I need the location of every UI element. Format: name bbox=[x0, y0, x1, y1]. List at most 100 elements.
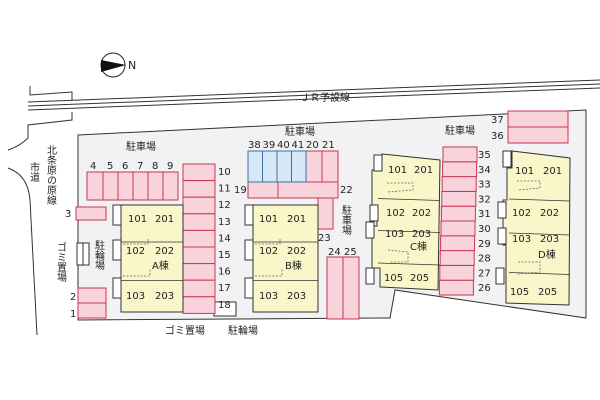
parking-space-2[interactable]: 2 bbox=[70, 287, 107, 304]
parking-space-number: 40 bbox=[277, 140, 290, 151]
parking-space-number: 2 bbox=[70, 292, 76, 303]
parking-space-number: 39 bbox=[263, 140, 276, 151]
interior-dashed-line bbox=[387, 249, 409, 263]
unit-203[interactable]: 203 bbox=[540, 234, 559, 245]
bike-label-south: 駐輪場 bbox=[228, 324, 258, 337]
parking-space-40[interactable]: 40 bbox=[276, 140, 292, 183]
parking-space-number: 1 bbox=[70, 309, 76, 320]
entrance-tab bbox=[244, 204, 254, 226]
parking-space-38[interactable]: 38 bbox=[247, 140, 263, 183]
entrance-tab bbox=[112, 277, 122, 299]
unit-202[interactable]: 202 bbox=[287, 246, 306, 257]
unit-105[interactable]: 105 bbox=[384, 273, 403, 284]
building-name: B棟 bbox=[285, 259, 302, 272]
parking-space-number: 27 bbox=[478, 268, 491, 279]
parking-space-number: 20 bbox=[306, 140, 319, 151]
trash-label-south: ゴミ置場 bbox=[165, 324, 205, 337]
unit-102[interactable]: 102 bbox=[259, 246, 278, 257]
parking-space-19[interactable]: 19 bbox=[234, 181, 279, 199]
parking-space-number: 25 bbox=[344, 247, 357, 258]
unit-203[interactable]: 203 bbox=[412, 229, 431, 240]
unit-101[interactable]: 101 bbox=[259, 214, 278, 225]
unit-103[interactable]: 103 bbox=[385, 229, 404, 240]
unit-102[interactable]: 102 bbox=[126, 246, 145, 257]
parking-space-number: 26 bbox=[478, 283, 491, 294]
building-name: C棟 bbox=[410, 240, 427, 253]
parking-space-3[interactable]: 3 bbox=[65, 206, 107, 221]
unit-202[interactable]: 202 bbox=[412, 208, 431, 219]
unit-102[interactable]: 102 bbox=[512, 208, 531, 219]
parking-space-26[interactable]: 26 bbox=[438, 279, 491, 296]
unit-201[interactable]: 201 bbox=[414, 165, 433, 176]
parking-space-number: 37 bbox=[491, 115, 504, 126]
parking-space-number: 29 bbox=[478, 239, 491, 250]
parking-space-30[interactable]: 30 bbox=[440, 220, 491, 237]
parking-space-number: 30 bbox=[478, 224, 491, 235]
parking-space-39[interactable]: 39 bbox=[262, 140, 278, 183]
unit-201[interactable]: 201 bbox=[155, 214, 174, 225]
route-label: 北条原の原線 bbox=[45, 145, 57, 205]
parking-space-34[interactable]: 34 bbox=[442, 161, 491, 178]
unit-101[interactable]: 101 bbox=[515, 166, 534, 177]
parking-space-41[interactable]: 41 bbox=[291, 140, 307, 183]
parking-space-33[interactable]: 33 bbox=[441, 176, 491, 192]
interior-dashed-line bbox=[255, 268, 283, 277]
entrance-tab bbox=[497, 201, 507, 219]
unit-205[interactable]: 205 bbox=[538, 287, 557, 298]
interior-dashed-line bbox=[123, 238, 149, 245]
entrance-tab bbox=[244, 239, 254, 261]
parking-space-number: 28 bbox=[478, 254, 491, 265]
parking-space-29[interactable]: 29 bbox=[440, 235, 491, 252]
parking-label-east: 駐車場 bbox=[445, 124, 475, 137]
entrance-tab bbox=[373, 154, 383, 172]
bike-shed-west bbox=[76, 242, 90, 266]
parking-space-number: 8 bbox=[152, 161, 158, 172]
unit-202[interactable]: 202 bbox=[540, 208, 559, 219]
parking-space-18[interactable]: 18 bbox=[182, 296, 231, 314]
parking-space-21[interactable]: 21 bbox=[321, 140, 339, 183]
parking-space-11[interactable]: 11 bbox=[182, 180, 231, 198]
unit-201[interactable]: 201 bbox=[287, 214, 306, 225]
parking-space-24[interactable]: 24 bbox=[326, 247, 344, 320]
entrance-tab bbox=[495, 267, 505, 285]
parking-space-number: 6 bbox=[122, 161, 128, 172]
rail-line bbox=[7, 79, 600, 151]
unit-102[interactable]: 102 bbox=[386, 208, 405, 219]
unit-101[interactable]: 101 bbox=[128, 214, 147, 225]
parking-space-22[interactable]: 22 bbox=[277, 181, 353, 199]
parking-space-9[interactable]: 9 bbox=[162, 161, 179, 201]
parking-space-31[interactable]: 31 bbox=[440, 205, 491, 222]
parking-space-number: 10 bbox=[218, 167, 231, 178]
parking-space-number: 18 bbox=[218, 300, 231, 311]
entrance-tab bbox=[502, 150, 512, 168]
trash-label-west: ゴミ置場 bbox=[55, 241, 67, 283]
unit-203[interactable]: 203 bbox=[155, 291, 174, 302]
parking-space-number: 34 bbox=[478, 165, 491, 176]
entrance-tab bbox=[112, 204, 122, 226]
bike-label-west: 駐輪場 bbox=[93, 239, 105, 271]
parking-space-number: 4 bbox=[90, 161, 96, 172]
parking-space-number: 33 bbox=[478, 180, 491, 191]
parking-space-1[interactable]: 1 bbox=[70, 302, 107, 320]
unit-103[interactable]: 103 bbox=[259, 291, 278, 302]
unit-205[interactable]: 205 bbox=[410, 273, 429, 284]
unit-103[interactable]: 103 bbox=[126, 291, 145, 302]
unit-105[interactable]: 105 bbox=[510, 287, 529, 298]
city-road-label: 市道 bbox=[28, 161, 40, 182]
parking-space-37[interactable]: 37 bbox=[491, 110, 569, 128]
parking-space-35[interactable]: 35 bbox=[442, 146, 491, 163]
parking-space-27[interactable]: 27 bbox=[439, 264, 491, 281]
unit-201[interactable]: 201 bbox=[543, 166, 562, 177]
parking-space-25[interactable]: 25 bbox=[342, 247, 360, 320]
parking-space-number: 19 bbox=[234, 185, 247, 196]
parking-space-number: 31 bbox=[478, 209, 491, 220]
unit-202[interactable]: 202 bbox=[155, 246, 174, 257]
unit-203[interactable]: 203 bbox=[287, 291, 306, 302]
entrance-tab bbox=[365, 221, 375, 239]
parking-space-28[interactable]: 28 bbox=[439, 250, 491, 266]
parking-space-32[interactable]: 32 bbox=[441, 190, 491, 207]
unit-101[interactable]: 101 bbox=[388, 165, 407, 176]
north-compass-icon bbox=[100, 52, 126, 78]
unit-103[interactable]: 103 bbox=[512, 234, 531, 245]
